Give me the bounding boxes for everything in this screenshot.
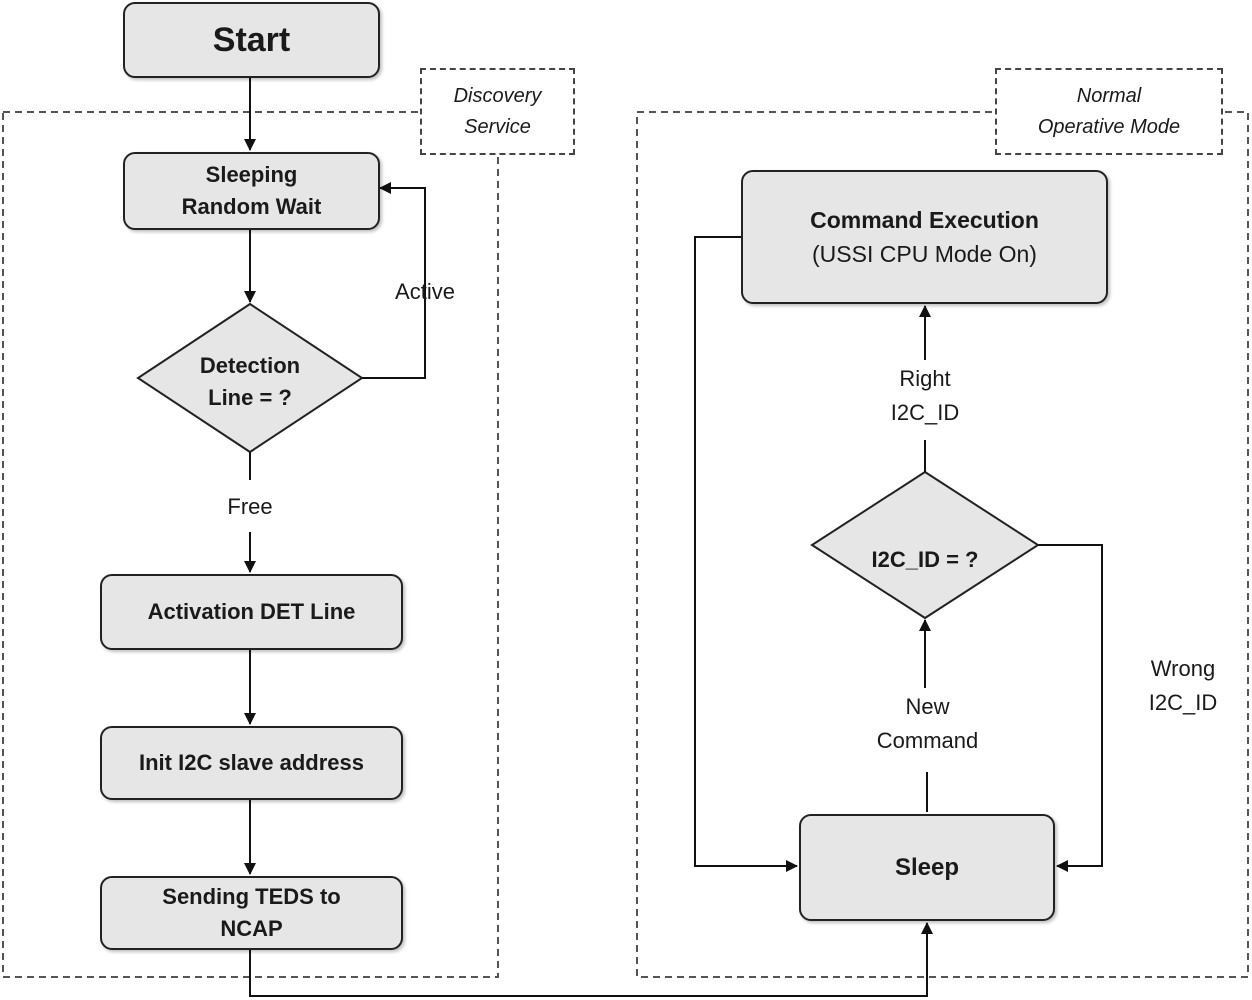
activation-det-line-label: Activation DET Line (147, 599, 356, 624)
init-i2c-node: Init I2C slave address (100, 726, 403, 800)
normal-operative-mode-tag-line1: Normal (1076, 84, 1142, 107)
normal-operative-mode-tag-line2: Operative Mode (1037, 115, 1181, 138)
wrong-i2c-id-edge-label: Wrong I2C_ID (1118, 652, 1248, 720)
right-i2c-id-edge-label: Right I2C_ID (860, 362, 990, 430)
discovery-service-tag-line2: Service (464, 115, 531, 138)
sleeping-random-wait-node: Sleeping Random Wait (123, 152, 380, 230)
init-i2c-label: Init I2C slave address (139, 750, 364, 775)
free-edge-label: Free (200, 490, 300, 524)
sleeping-random-wait-line2: Random Wait (181, 194, 322, 219)
sleep-label: Sleep (894, 853, 960, 881)
right-i2c-id-line2: I2C_ID (890, 400, 960, 425)
new-command-edge-label: New Command (855, 690, 1000, 758)
normal-operative-mode-tag: Normal Operative Mode (995, 68, 1223, 155)
arrow-sending-to-sleep (249, 922, 933, 997)
active-text: Active (395, 279, 455, 304)
wrong-i2c-id-line1: Wrong (1150, 656, 1216, 681)
detection-line-label: Detection Line = ? (175, 350, 325, 414)
i2c-id-diamond (810, 470, 1040, 620)
discovery-service-tag-line1: Discovery (453, 84, 542, 107)
start-label: Start (212, 21, 291, 59)
detection-line-line2: Line = ? (208, 385, 292, 410)
discovery-service-group (2, 111, 499, 978)
activation-det-line-node: Activation DET Line (100, 574, 403, 650)
sending-teds-node: Sending TEDS to NCAP (100, 876, 403, 950)
wrong-i2c-id-line2: I2C_ID (1148, 690, 1218, 715)
detection-line-line1: Detection (199, 353, 301, 378)
command-execution-node: Command Execution (USSI CPU Mode On) (741, 170, 1108, 304)
sending-teds-line2: NCAP (220, 916, 283, 941)
sleeping-random-wait-line1: Sleeping (205, 162, 298, 187)
new-command-line1: New (905, 694, 950, 719)
normal-operative-mode-group (636, 111, 1249, 978)
command-execution-line2: (USSI CPU Mode On) (812, 241, 1037, 267)
discovery-service-tag: Discovery Service (420, 68, 575, 155)
i2c-id-check-text: I2C_ID = ? (871, 547, 979, 572)
active-edge-label: Active (375, 275, 475, 309)
arrow-wrong-i2c-id-to-sleep (1038, 544, 1103, 872)
sleep-node: Sleep (799, 814, 1055, 921)
arrow-command-execution-to-sleep (694, 236, 798, 872)
arrow-active-loop (362, 182, 426, 379)
command-execution-line1: Command Execution (810, 207, 1039, 233)
start-node: Start (123, 2, 380, 78)
new-command-line2: Command (876, 728, 979, 753)
sending-teds-line1: Sending TEDS to (162, 884, 341, 909)
free-text: Free (227, 494, 273, 519)
i2c-id-check-label: I2C_ID = ? (845, 544, 1005, 576)
right-i2c-id-line1: Right (899, 366, 951, 391)
